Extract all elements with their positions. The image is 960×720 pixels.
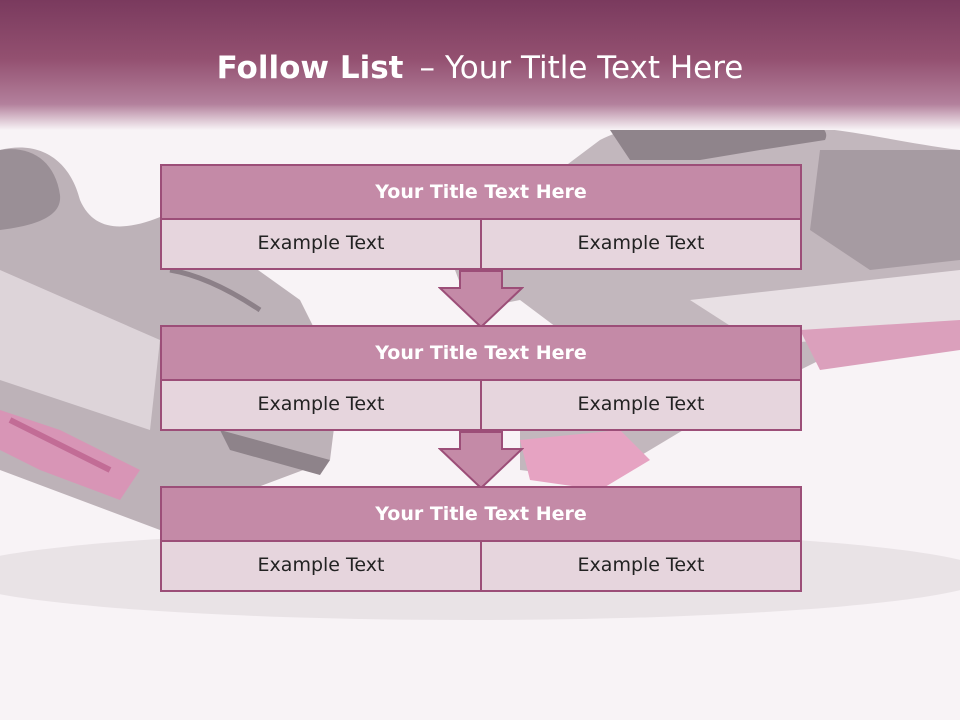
block-row: Example Text Example Text (160, 381, 802, 431)
list-block-2: Your Title Text Here Example Text Exampl… (160, 325, 802, 431)
block-row: Example Text Example Text (160, 220, 802, 270)
arrow-down-icon (438, 431, 524, 489)
block-cell-left: Example Text (160, 381, 482, 431)
page-title-bold: Follow List (216, 50, 404, 86)
block-row: Example Text Example Text (160, 542, 802, 592)
block-title: Your Title Text Here (160, 325, 802, 381)
block-cell-left: Example Text (160, 220, 482, 270)
block-cell-left: Example Text (160, 542, 482, 592)
block-cell-right: Example Text (482, 381, 802, 431)
block-cell-right: Example Text (482, 542, 802, 592)
list-block-3: Your Title Text Here Example Text Exampl… (160, 486, 802, 592)
list-block-1: Your Title Text Here Example Text Exampl… (160, 164, 802, 270)
page-title-dash: – (419, 50, 435, 86)
header-bar (0, 0, 960, 130)
block-title: Your Title Text Here (160, 486, 802, 542)
page-title: Follow List–Your Title Text Here (0, 50, 960, 86)
block-cell-right: Example Text (482, 220, 802, 270)
block-title: Your Title Text Here (160, 164, 802, 220)
arrow-down-icon (438, 270, 524, 328)
page-title-rest: Your Title Text Here (444, 50, 744, 86)
